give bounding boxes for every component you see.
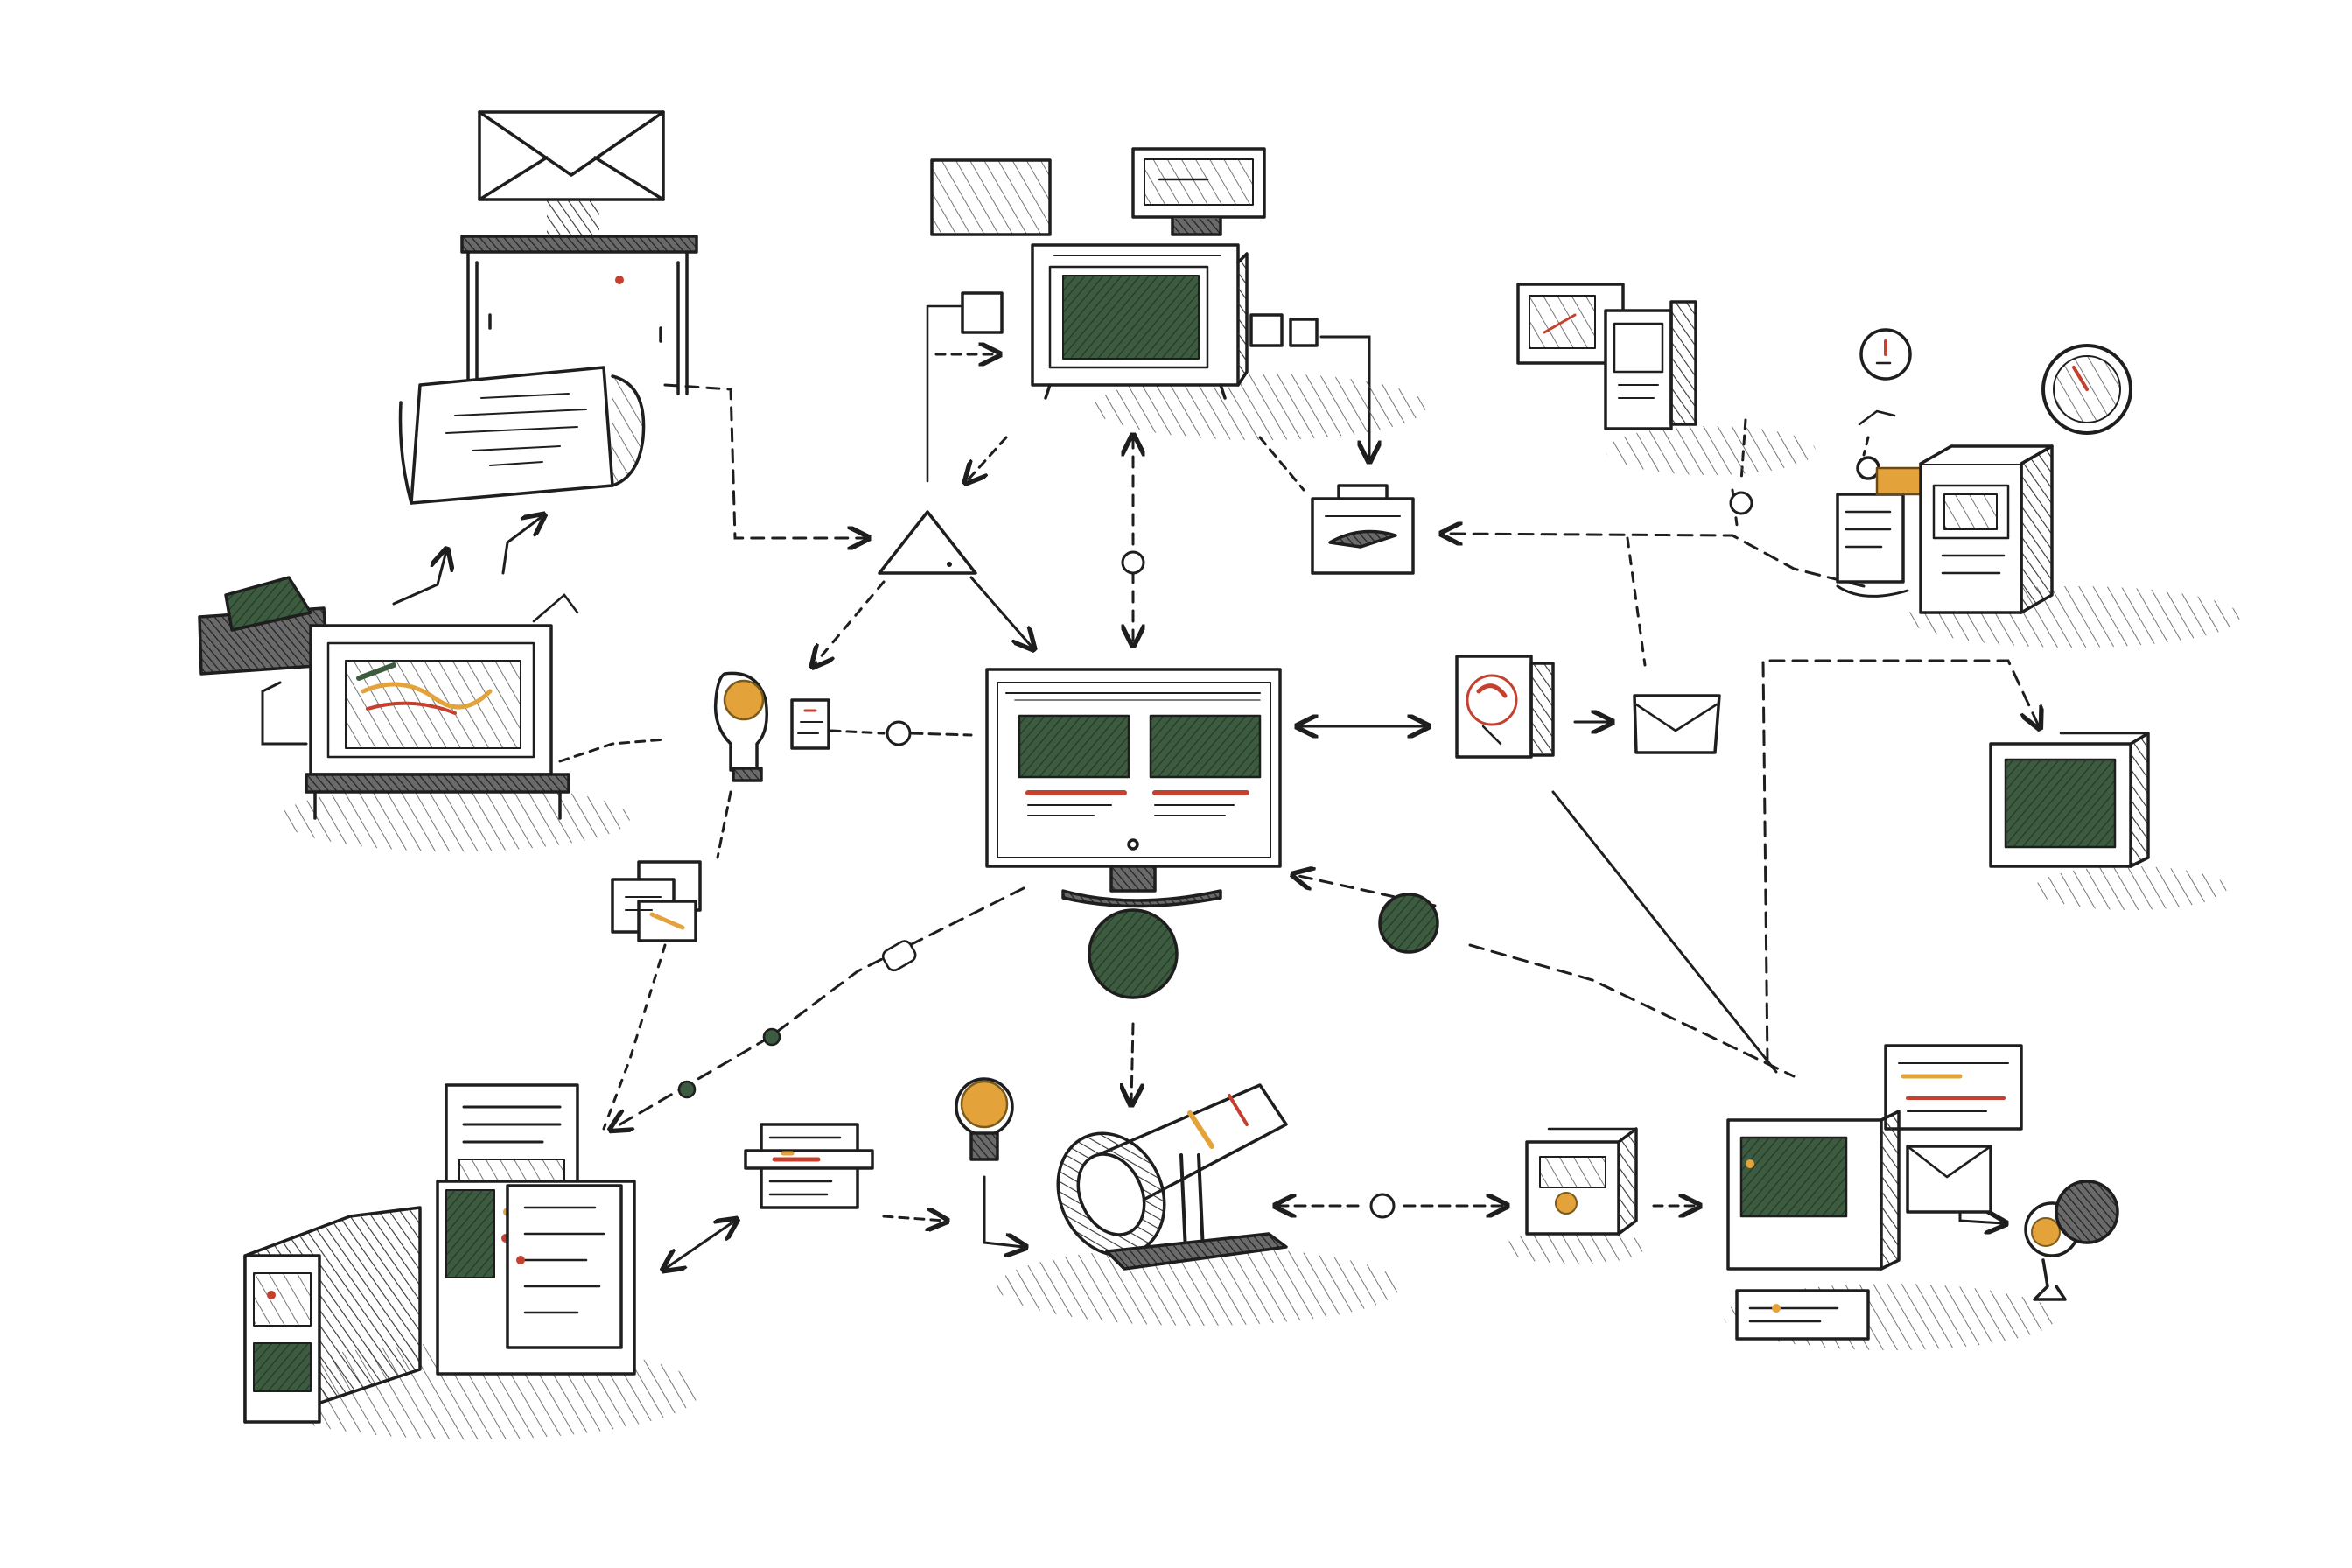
desktop-monitor-icon: [304, 624, 570, 820]
node-small-cards: [611, 860, 702, 942]
server-tower-icon: [1836, 328, 2132, 614]
node-green-ball-center: [1088, 908, 1179, 999]
connector-bulb-center: [830, 729, 886, 735]
connector-tv-brief-diag: [1258, 436, 1306, 492]
lightbulb-icon: [713, 671, 830, 782]
link-bubbles: [677, 940, 917, 1099]
photo-card-icon: [1455, 654, 1555, 759]
node-left-bulb: [713, 671, 830, 782]
node-green-ball-right: [1378, 892, 1439, 954]
desktop-monitor-icon: [985, 668, 1282, 908]
node-photo-card: [1455, 654, 1555, 759]
card-icon: [744, 1123, 874, 1209]
node-paper-note: [398, 366, 646, 505]
sphere-icon: [1088, 908, 1179, 999]
node-bottom-bulb: [955, 1077, 1014, 1161]
node-small-envelope: [1633, 694, 1721, 754]
node-central-monitor: [985, 668, 1282, 908]
node-top-screen-b: [1131, 147, 1266, 236]
connector-card-telescope: [882, 1216, 945, 1221]
folder-icon: [198, 576, 330, 676]
lightbulb-icon: [955, 1077, 1014, 1161]
connector-tv-left: [926, 304, 964, 483]
node-right-tower-cluster: [1836, 328, 2132, 614]
envelope-on-desk-icon: [460, 110, 698, 396]
connector-bottomleft-card: [665, 1221, 735, 1269]
node-bottom-right-cluster: [1726, 1044, 2023, 1340]
connector-note-c: [532, 593, 579, 623]
speaker-icon: [2024, 1180, 2119, 1301]
connector-right-briefcase: [1444, 534, 1866, 588]
connector-bulb-telescope: [983, 1175, 1024, 1247]
node-bottom-left-cluster: [243, 1083, 636, 1424]
server-documents-icon: [243, 1083, 636, 1424]
connector-center-telescope: [1131, 1022, 1133, 1102]
node-bottom-right-knob: [2024, 1180, 2119, 1301]
connector-right-tower-left: [1862, 436, 1870, 457]
connector-vertical-right: [1761, 659, 2039, 1065]
node-triangle-hub: [878, 510, 977, 575]
briefcase-icon: [1311, 484, 1415, 575]
connector-triangle-center: [970, 576, 1032, 648]
tv-icon: [961, 243, 1319, 400]
connector-bulb-center2: [910, 732, 973, 737]
connector-note-b: [501, 516, 542, 575]
envelope-icon: [1633, 694, 1721, 754]
connector-gauge-tower: [1858, 410, 1896, 426]
connector-left-bulb-down: [716, 790, 732, 859]
node-top-tv: [961, 243, 1319, 400]
monitor-icon: [930, 158, 1052, 236]
cards-icon: [611, 860, 702, 942]
workstation-icon: [1726, 1044, 2023, 1340]
telescope-icon: [1056, 1083, 1288, 1270]
node-briefcase: [1311, 484, 1415, 575]
connector-triangle-bulb: [814, 580, 886, 665]
connector-center-bottomleft: [612, 886, 1026, 1129]
node-green-folder: [198, 576, 330, 676]
connector-folder-monitor: [261, 681, 308, 746]
triangle-icon: [878, 510, 977, 575]
sphere-icon: [1378, 892, 1439, 954]
connector-brief-down: [1626, 536, 1647, 667]
node-top-right-pc: [1516, 283, 1698, 430]
node-mail-desk: [460, 110, 698, 396]
computer-tower-icon: [1516, 283, 1698, 430]
package-icon: [1525, 1127, 1638, 1236]
node-telescope: [1056, 1083, 1288, 1270]
node-bottom-card: [744, 1123, 874, 1209]
connector-desk-triangle: [663, 383, 866, 538]
connector-ball-long: [1468, 943, 1796, 1078]
connector-left-monitor-bulb: [558, 738, 667, 763]
connector-photo-bottomright: [1551, 790, 1778, 1074]
node-top-screen-a: [930, 158, 1052, 236]
monitor-icon: [1131, 147, 1266, 236]
connector-tv-diag: [967, 436, 1008, 481]
document-scroll-icon: [398, 366, 646, 505]
picture-frame-icon: [1989, 732, 2150, 868]
connector-cards-down: [602, 943, 667, 1130]
node-right-frame: [1989, 732, 2150, 868]
connector-note-a: [392, 551, 446, 606]
node-bottom-box: [1525, 1127, 1638, 1236]
node-left-monitor: [304, 624, 570, 820]
